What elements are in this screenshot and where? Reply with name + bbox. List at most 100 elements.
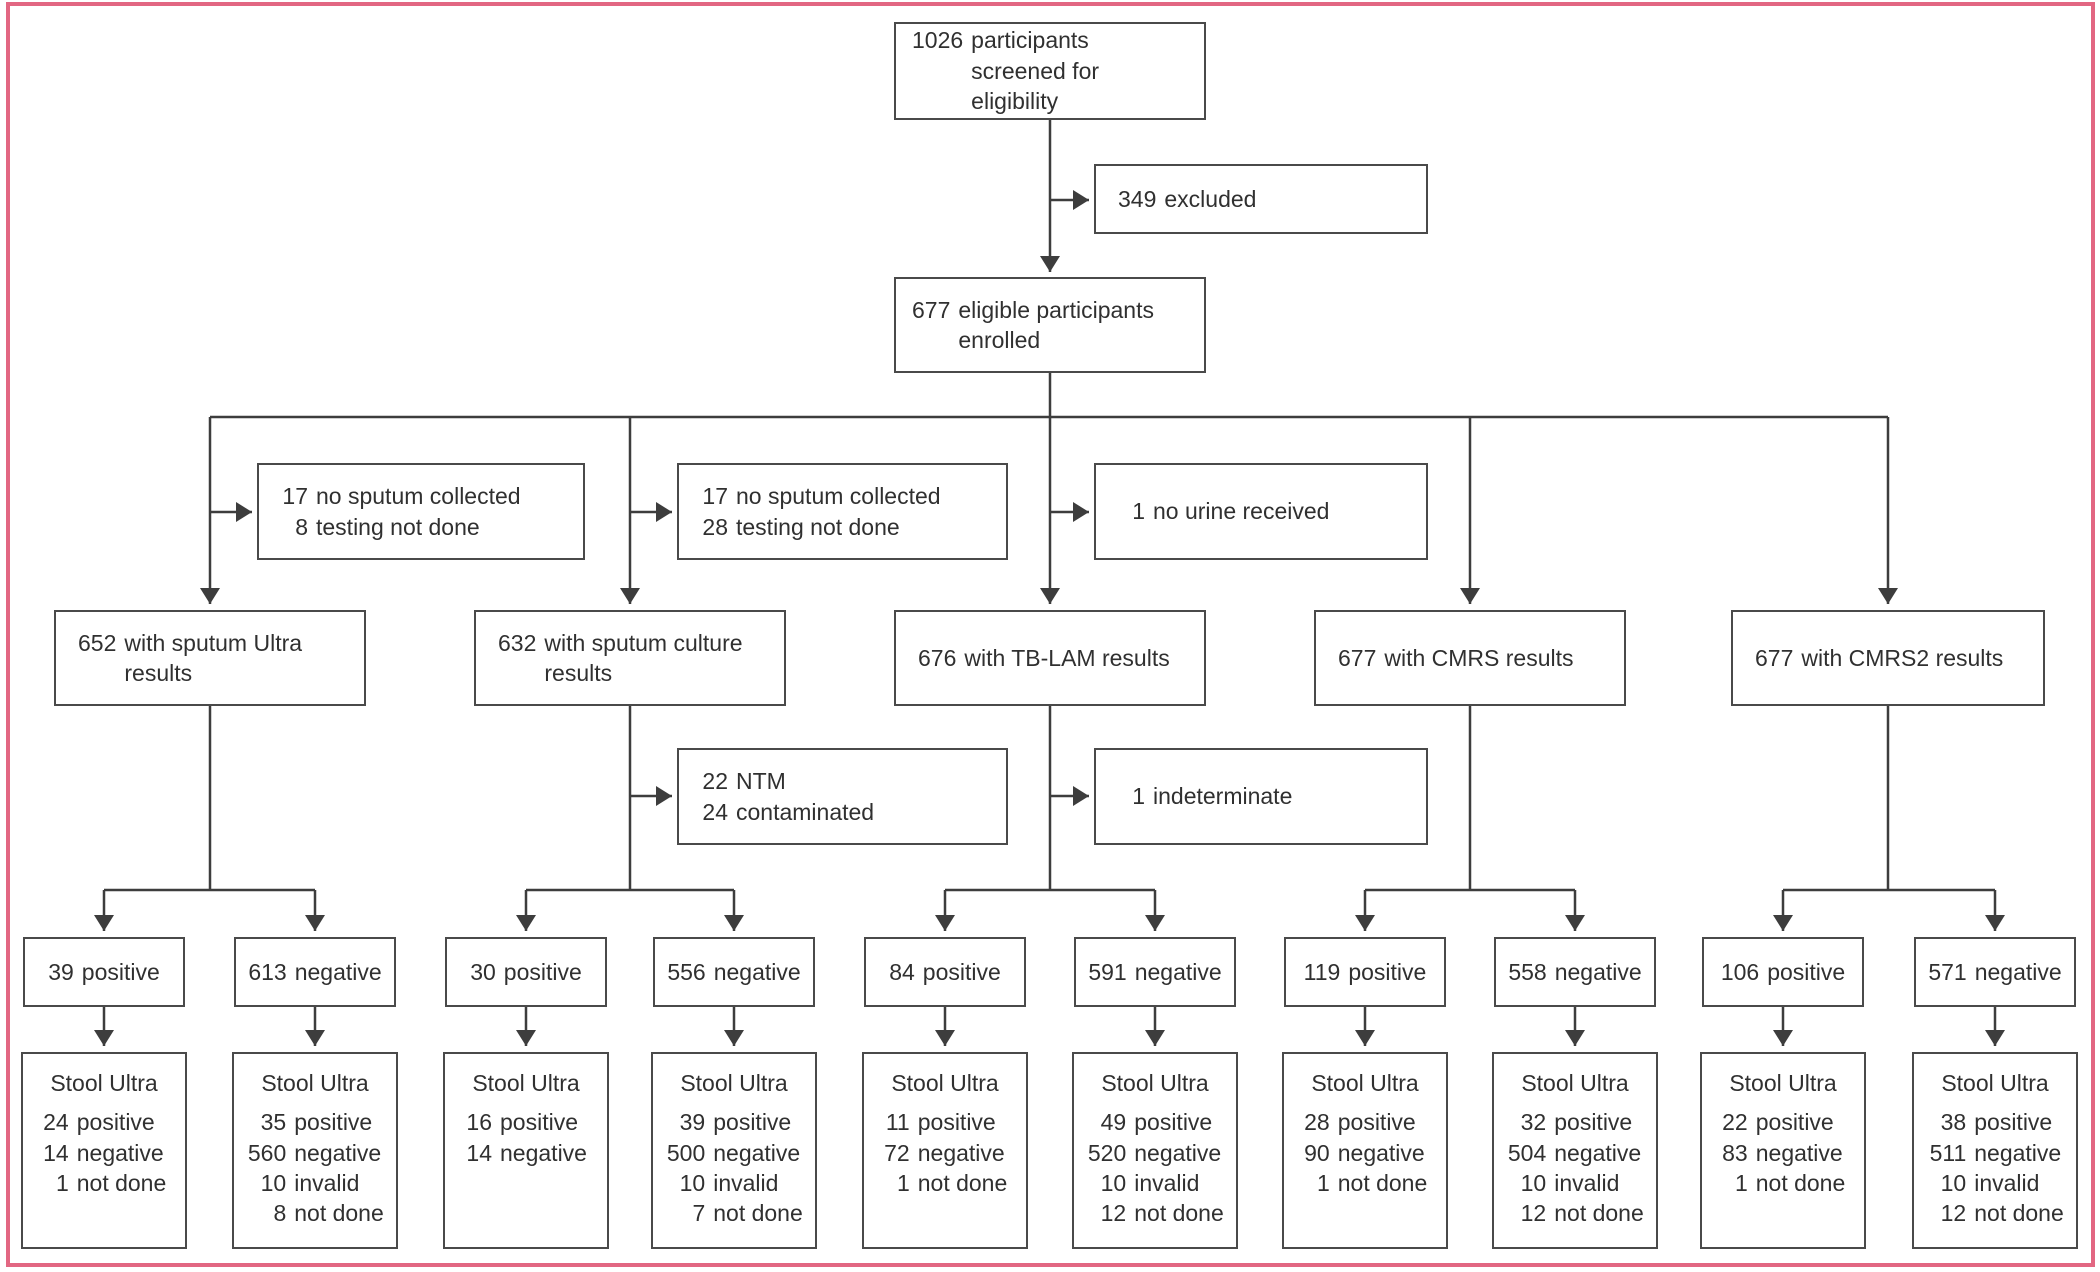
count: 12 <box>1520 1200 1547 1227</box>
count-label: no sputum collected <box>316 483 521 510</box>
stool-ultra-box-cmrs2-negative: Stool Ultra 38 positive 511 negative 10 … <box>1912 1052 2078 1249</box>
count: 10 <box>679 1170 706 1197</box>
excluded-box: 349 excluded <box>1094 164 1428 234</box>
result-text: 676 with TB-LAM results <box>918 643 1170 673</box>
stool-ultra-title: Stool Ultra <box>680 1070 788 1096</box>
count-row: 28 testing not done <box>701 512 941 542</box>
count: 12 <box>1940 1200 1967 1227</box>
count: 511 <box>1929 1139 1967 1166</box>
stool-ultra-box-tb-lam-positive: Stool Ultra 11 positive 72 negative 1 no… <box>862 1052 1028 1249</box>
positive-box-cmrs2: 106 positive <box>1702 937 1864 1007</box>
count: 571 <box>1928 958 1967 985</box>
result-text: 677 with CMRS results <box>1338 643 1574 673</box>
count: 1 <box>1132 783 1145 810</box>
count: 22 <box>702 768 728 795</box>
negative-box-cmrs2: 571 negative <box>1914 937 2076 1007</box>
stool-ultra-title: Stool Ultra <box>1101 1070 1209 1096</box>
stool-ultra-box-cmrs2-positive: Stool Ultra 22 positive 83 negative 1 no… <box>1700 1052 1866 1249</box>
count-row: 1 not done <box>1303 1168 1427 1198</box>
screened-box: 1026 participants screened for eligibili… <box>894 22 1206 120</box>
negative-box-sputum-culture: 556 negative <box>653 937 815 1007</box>
count-row: 591 negative <box>1088 957 1221 987</box>
result-box-sputum-culture: 632 with sputum culture results <box>474 610 786 706</box>
count: 49 <box>1100 1109 1127 1136</box>
count-row: 571 negative <box>1928 957 2061 987</box>
count-row: 10 invalid <box>1086 1168 1224 1198</box>
count-label: eligible participants enrolled <box>958 296 1154 353</box>
count-label: negative <box>1974 1139 2062 1166</box>
count: 8 <box>273 1200 287 1227</box>
count: 1 <box>1734 1170 1748 1197</box>
count-label: contaminated <box>736 798 875 825</box>
count-row: 1 not done <box>883 1168 1007 1198</box>
count-row: 1 not done <box>1721 1168 1845 1198</box>
stool-ultra-title: Stool Ultra <box>1311 1070 1419 1096</box>
count-label: invalid <box>713 1170 779 1197</box>
count-row: 500 negative <box>665 1138 803 1168</box>
stool-ultra-title: Stool Ultra <box>1729 1070 1837 1096</box>
stool-ultra-title: Stool Ultra <box>891 1070 999 1096</box>
count-row: 17 no sputum collected <box>701 481 940 511</box>
count-label: NTM <box>736 768 786 795</box>
count: 16 <box>466 1109 493 1136</box>
count: 613 <box>248 958 287 985</box>
count-label: negative <box>1755 1139 1843 1166</box>
exclusion-box-sputum-ultra-pre: 17 no sputum collected 8 testing not don… <box>257 463 585 560</box>
count: 17 <box>282 483 308 510</box>
count: 72 <box>884 1139 910 1166</box>
count-label: positive <box>1134 1109 1213 1136</box>
count-row: 613 negative <box>248 957 381 987</box>
count-label: not done <box>1974 1200 2064 1227</box>
count-row: 38 positive <box>1926 1107 2064 1137</box>
count: 652 <box>78 629 117 656</box>
count-label: participants screened for eligibility <box>971 27 1100 115</box>
count-label: not done <box>1134 1200 1224 1227</box>
count: 17 <box>702 483 728 510</box>
count-label: negative <box>1134 958 1222 985</box>
count: 30 <box>470 958 496 985</box>
count-row: 520 negative <box>1086 1138 1224 1168</box>
count-label: invalid <box>1134 1170 1200 1197</box>
excluded-text: 349 excluded <box>1118 184 1256 214</box>
count: 1 <box>1132 498 1145 525</box>
positive-box-tb-lam: 84 positive <box>864 937 1026 1007</box>
result-box-tb-lam: 676 with TB-LAM results <box>894 610 1206 706</box>
count-row: 16 positive <box>465 1107 587 1137</box>
negative-box-sputum-ultra: 613 negative <box>234 937 396 1007</box>
count-row: 106 positive <box>1721 957 1845 987</box>
negative-box-cmrs: 558 negative <box>1494 937 1656 1007</box>
count-label: positive <box>1554 1109 1633 1136</box>
count-label: no urine received <box>1153 498 1330 525</box>
count: 520 <box>1087 1139 1127 1166</box>
count-row: 90 negative <box>1303 1138 1428 1168</box>
enrolled-box: 677 eligible participants enrolled <box>894 277 1206 373</box>
result-text: 652 with sputum Ultra results <box>78 628 354 689</box>
count-label: positive <box>1767 958 1846 985</box>
count: 12 <box>1100 1200 1127 1227</box>
count: 676 <box>918 644 957 671</box>
count-row: 84 positive <box>889 957 1001 987</box>
count-row: 1 indeterminate <box>1118 781 1292 811</box>
stool-ultra-title: Stool Ultra <box>261 1070 369 1096</box>
count-row: 72 negative <box>883 1138 1008 1168</box>
count-row: 511 negative <box>1926 1138 2064 1168</box>
stool-ultra-box-cmrs-negative: Stool Ultra 32 positive 504 negative 10 … <box>1492 1052 1658 1249</box>
count: 39 <box>679 1109 706 1136</box>
count-label: negative <box>917 1139 1005 1166</box>
count-label: with TB-LAM results <box>964 644 1170 671</box>
count: 10 <box>1940 1170 1967 1197</box>
count-label: testing not done <box>736 513 900 540</box>
count-row: 8 testing not done <box>281 512 521 542</box>
count: 677 <box>1755 644 1794 671</box>
positive-box-sputum-ultra: 39 positive <box>23 937 185 1007</box>
count-row: 24 contaminated <box>701 797 874 827</box>
count: 90 <box>1304 1139 1330 1166</box>
stool-ultra-title: Stool Ultra <box>1521 1070 1629 1096</box>
count: 556 <box>667 958 706 985</box>
exclusion-box-sputum-culture-post: 22 NTM 24 contaminated <box>677 748 1008 845</box>
count-label: positive <box>922 958 1001 985</box>
count-label: not done <box>1554 1200 1644 1227</box>
count-row: 1 not done <box>42 1168 166 1198</box>
count-row: 35 positive <box>246 1107 384 1137</box>
count-row: 39 positive <box>48 957 160 987</box>
